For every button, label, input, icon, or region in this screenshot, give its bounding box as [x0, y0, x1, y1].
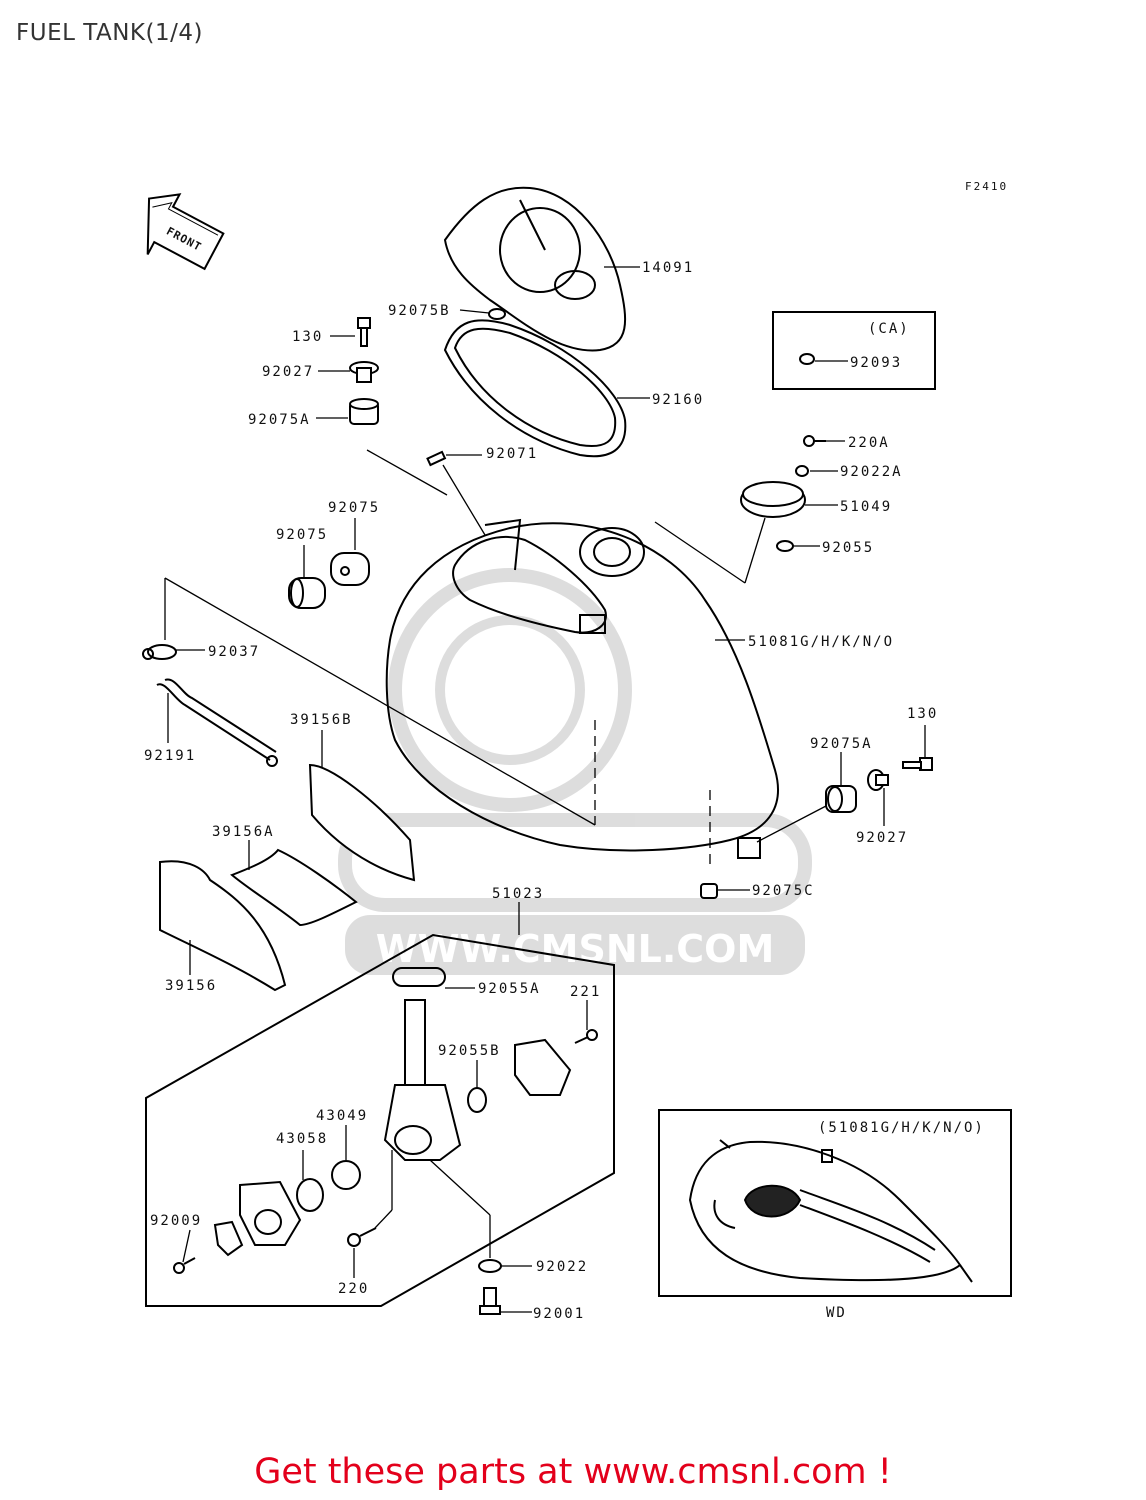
collar-92027 [349, 361, 379, 383]
callout-92075-b: 92075 [328, 500, 380, 516]
grommet-92075C [700, 883, 718, 899]
hidden-lines [594, 720, 711, 870]
damper-92075A [349, 398, 379, 425]
callout-51023: 51023 [492, 886, 544, 902]
damper-92075-a [288, 577, 326, 609]
callout-221: 221 [570, 984, 601, 1000]
nut-92022A [795, 465, 809, 477]
watermark-logo: WWW.CMSNL.COM [338, 568, 812, 975]
gasket-43049 [331, 1160, 361, 1190]
oring-92055B [467, 1087, 487, 1113]
callout-92160: 92160 [652, 392, 704, 408]
callout-92027-right: 92027 [856, 830, 908, 846]
wd-variant-box: (51081G/H/K/N/O) WD [658, 1109, 1012, 1321]
footer-promo-link[interactable]: Get these parts at www.cmsnl.com ! [254, 1452, 892, 1492]
callout-92009: 92009 [150, 1213, 202, 1229]
bolt-130 [357, 317, 371, 347]
callout-92075A-right: 92075A [810, 736, 873, 752]
spring-92071 [426, 450, 447, 467]
decorated-tank-icon [688, 1139, 973, 1283]
washer-92022 [478, 1259, 502, 1273]
callout-14091: 14091 [642, 260, 694, 276]
callout-92075A-top: 92075A [248, 412, 311, 428]
callout-220A: 220A [848, 435, 890, 451]
callout-220: 220 [338, 1281, 369, 1297]
fuel-tap-boundary [145, 933, 615, 1307]
figure-code: F2410 [965, 180, 1008, 193]
callout-92191: 92191 [144, 748, 196, 764]
callout-39156B: 39156B [290, 712, 353, 728]
cap-51049 [740, 481, 806, 518]
fuel-tank [385, 518, 779, 859]
bolt-130-right [902, 757, 933, 771]
callout-43058: 43058 [276, 1131, 328, 1147]
grommet-92075B [488, 308, 506, 320]
page-title: FUEL TANK(1/4) [16, 20, 203, 46]
callout-92055A: 92055A [478, 981, 541, 997]
ca-variant-box: (CA) 92093 [772, 311, 936, 390]
pad-39156A [230, 848, 358, 927]
callout-92027-top: 92027 [262, 364, 314, 380]
callout-92075C: 92075C [752, 883, 815, 899]
callout-92071: 92071 [486, 446, 538, 462]
callouts: 14091 92075B 130 92027 92075A 92160 9207… [144, 260, 938, 1322]
callout-92022A: 92022A [840, 464, 903, 480]
clip-92037 [142, 644, 177, 660]
callout-130-top: 130 [292, 329, 323, 345]
pad-39156B [308, 763, 416, 882]
callout-92055B: 92055B [438, 1043, 501, 1059]
pad-39156 [159, 860, 287, 992]
plate-fuel-tap [514, 1038, 572, 1096]
collar-92027-right [867, 769, 889, 791]
damper-92075-b [330, 552, 370, 586]
callout-43049: 43049 [316, 1108, 368, 1124]
callout-92001: 92001 [533, 1306, 585, 1322]
leader-lines [164, 266, 926, 1313]
oring-92055A [392, 967, 446, 987]
callout-92022: 92022 [536, 1259, 588, 1275]
fuel-tap-body [383, 999, 462, 1161]
nut-92093-icon [799, 353, 815, 365]
front-arrow-icon: FRONT [146, 193, 225, 271]
meter-cover [443, 186, 627, 352]
callout-92093: 92093 [850, 355, 902, 371]
ca-box-label: (CA) [868, 321, 910, 337]
callout-92075B: 92075B [388, 303, 451, 319]
callout-51049: 51049 [840, 499, 892, 515]
damper-92075A-right [825, 785, 857, 813]
screw-220 [347, 1227, 377, 1247]
hose-92191 [156, 678, 278, 767]
callout-51081: 51081G/H/K/N/O [748, 634, 894, 650]
wd-box-label: (51081G/H/K/N/O) [818, 1120, 985, 1136]
callout-92037: 92037 [208, 644, 260, 660]
cover-gasket [443, 319, 627, 458]
watermark-text: WWW.CMSNL.COM [376, 927, 775, 971]
bolt-92001 [479, 1287, 501, 1315]
callout-92055: 92055 [822, 540, 874, 556]
callout-39156: 39156 [165, 978, 217, 994]
oring-43058 [296, 1178, 324, 1212]
oring-92055 [776, 540, 794, 552]
callout-92075-a: 92075 [276, 527, 328, 543]
screw-221 [574, 1029, 598, 1044]
lever-knob [213, 1220, 244, 1257]
lever-plate [239, 1180, 302, 1246]
callout-39156A: 39156A [212, 824, 275, 840]
screw-92009 [173, 1257, 196, 1274]
callout-130-right: 130 [907, 706, 938, 722]
wd-box-caption: WD [826, 1305, 847, 1321]
